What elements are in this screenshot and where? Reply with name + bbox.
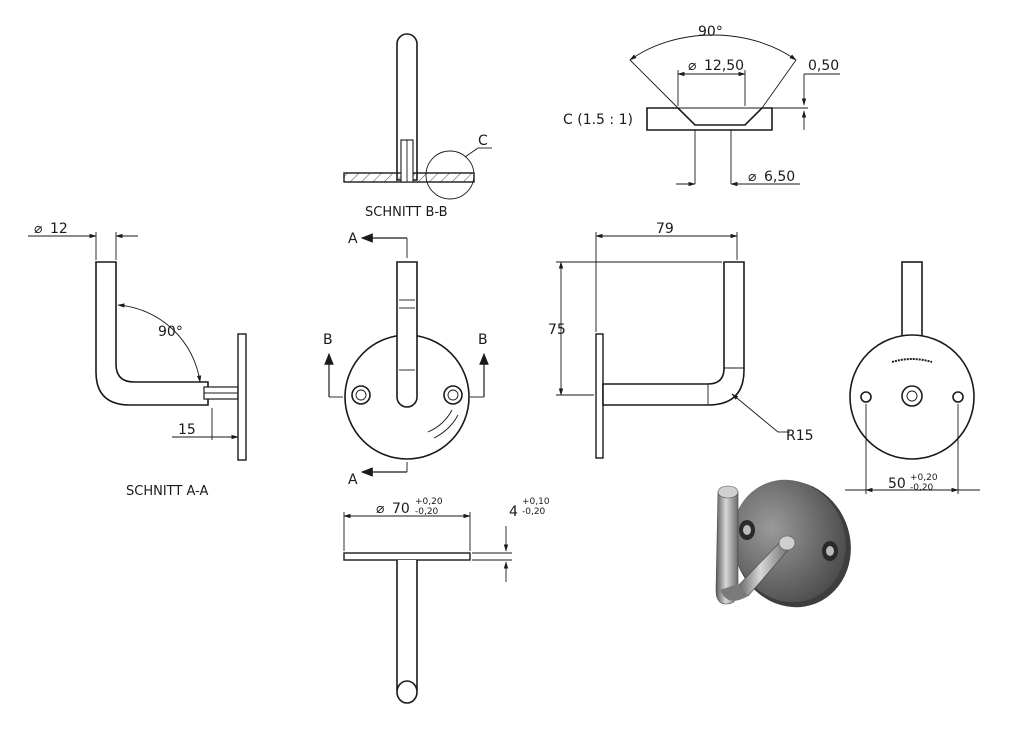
tol-70-lower: -0,20 — [415, 507, 439, 517]
detail-c-callout: C — [478, 133, 488, 149]
section-b-b-view: C SCHNITT B-B — [343, 33, 492, 220]
dim-thick-4: 4 — [509, 504, 518, 520]
isometric-view — [715, 479, 851, 608]
dim-angle-90-c: 90° — [698, 24, 723, 40]
section-bb-title: SCHNITT B-B — [365, 205, 448, 220]
top-post — [396, 560, 418, 691]
front-post — [396, 261, 418, 408]
dim-dia-12: 12 — [50, 221, 68, 237]
front-view: A A B B — [323, 231, 489, 488]
section-aa-plate — [237, 333, 247, 461]
tol-70-upper: +0,20 — [415, 497, 443, 507]
side-bar — [602, 261, 745, 406]
tol-50-upper: +0,20 — [910, 473, 938, 483]
dim-len-15: 15 — [178, 422, 196, 438]
dim-len-75: 75 — [548, 322, 566, 338]
detail-c-plate — [646, 107, 773, 131]
dim-angle-90-aa: 90° — [158, 324, 183, 340]
section-a-a-view: ⌀ 12 90° 15 SCHNITT A-A — [28, 221, 247, 499]
detail-c-view: 90° ⌀ 12,50 0,50 ⌀ 6,50 C (1.5 : 1) — [563, 24, 840, 187]
dim-len-50: 50 — [888, 476, 906, 492]
section-aa-title: SCHNITT A-A — [126, 484, 208, 499]
top-view: ⌀ 70 +0,20 -0,20 4 +0,10 -0,20 — [343, 497, 550, 704]
dim-dia-6-50: 6,50 — [764, 169, 795, 185]
marker-a-top: A — [348, 231, 358, 247]
marker-b-left: B — [323, 332, 333, 348]
back-post — [901, 261, 923, 343]
side-view: 79 75 R15 — [548, 221, 814, 459]
dim-dia-12-50-symbol: ⌀ — [688, 58, 697, 74]
side-plate — [595, 333, 604, 459]
top-plate — [343, 552, 471, 561]
back-view: 50 +0,20 -0,20 — [845, 261, 980, 494]
dim-dia-12-50: 12,50 — [704, 58, 744, 74]
dim-dia-70: 70 — [392, 501, 410, 517]
dim-dia-6-50-symbol: ⌀ — [748, 169, 757, 185]
section-bb-post — [396, 33, 418, 181]
tol-50-lower: -0,20 — [910, 483, 934, 493]
detail-c-circle — [425, 150, 475, 200]
detail-c-title: C (1.5 : 1) — [563, 112, 633, 128]
marker-b-right: B — [478, 332, 488, 348]
dim-0-50: 0,50 — [808, 58, 839, 74]
dim-len-79: 79 — [656, 221, 674, 237]
dim-dia-12-symbol: ⌀ — [34, 221, 43, 237]
dim-radius-15: R15 — [786, 428, 814, 444]
marker-a-bottom: A — [348, 472, 358, 488]
tol-4-upper: +0,10 — [522, 497, 550, 507]
back-plate — [849, 334, 975, 460]
dim-dia-70-symbol: ⌀ — [376, 501, 385, 517]
section-aa-bar — [95, 261, 209, 406]
tol-4-lower: -0,20 — [522, 507, 546, 517]
